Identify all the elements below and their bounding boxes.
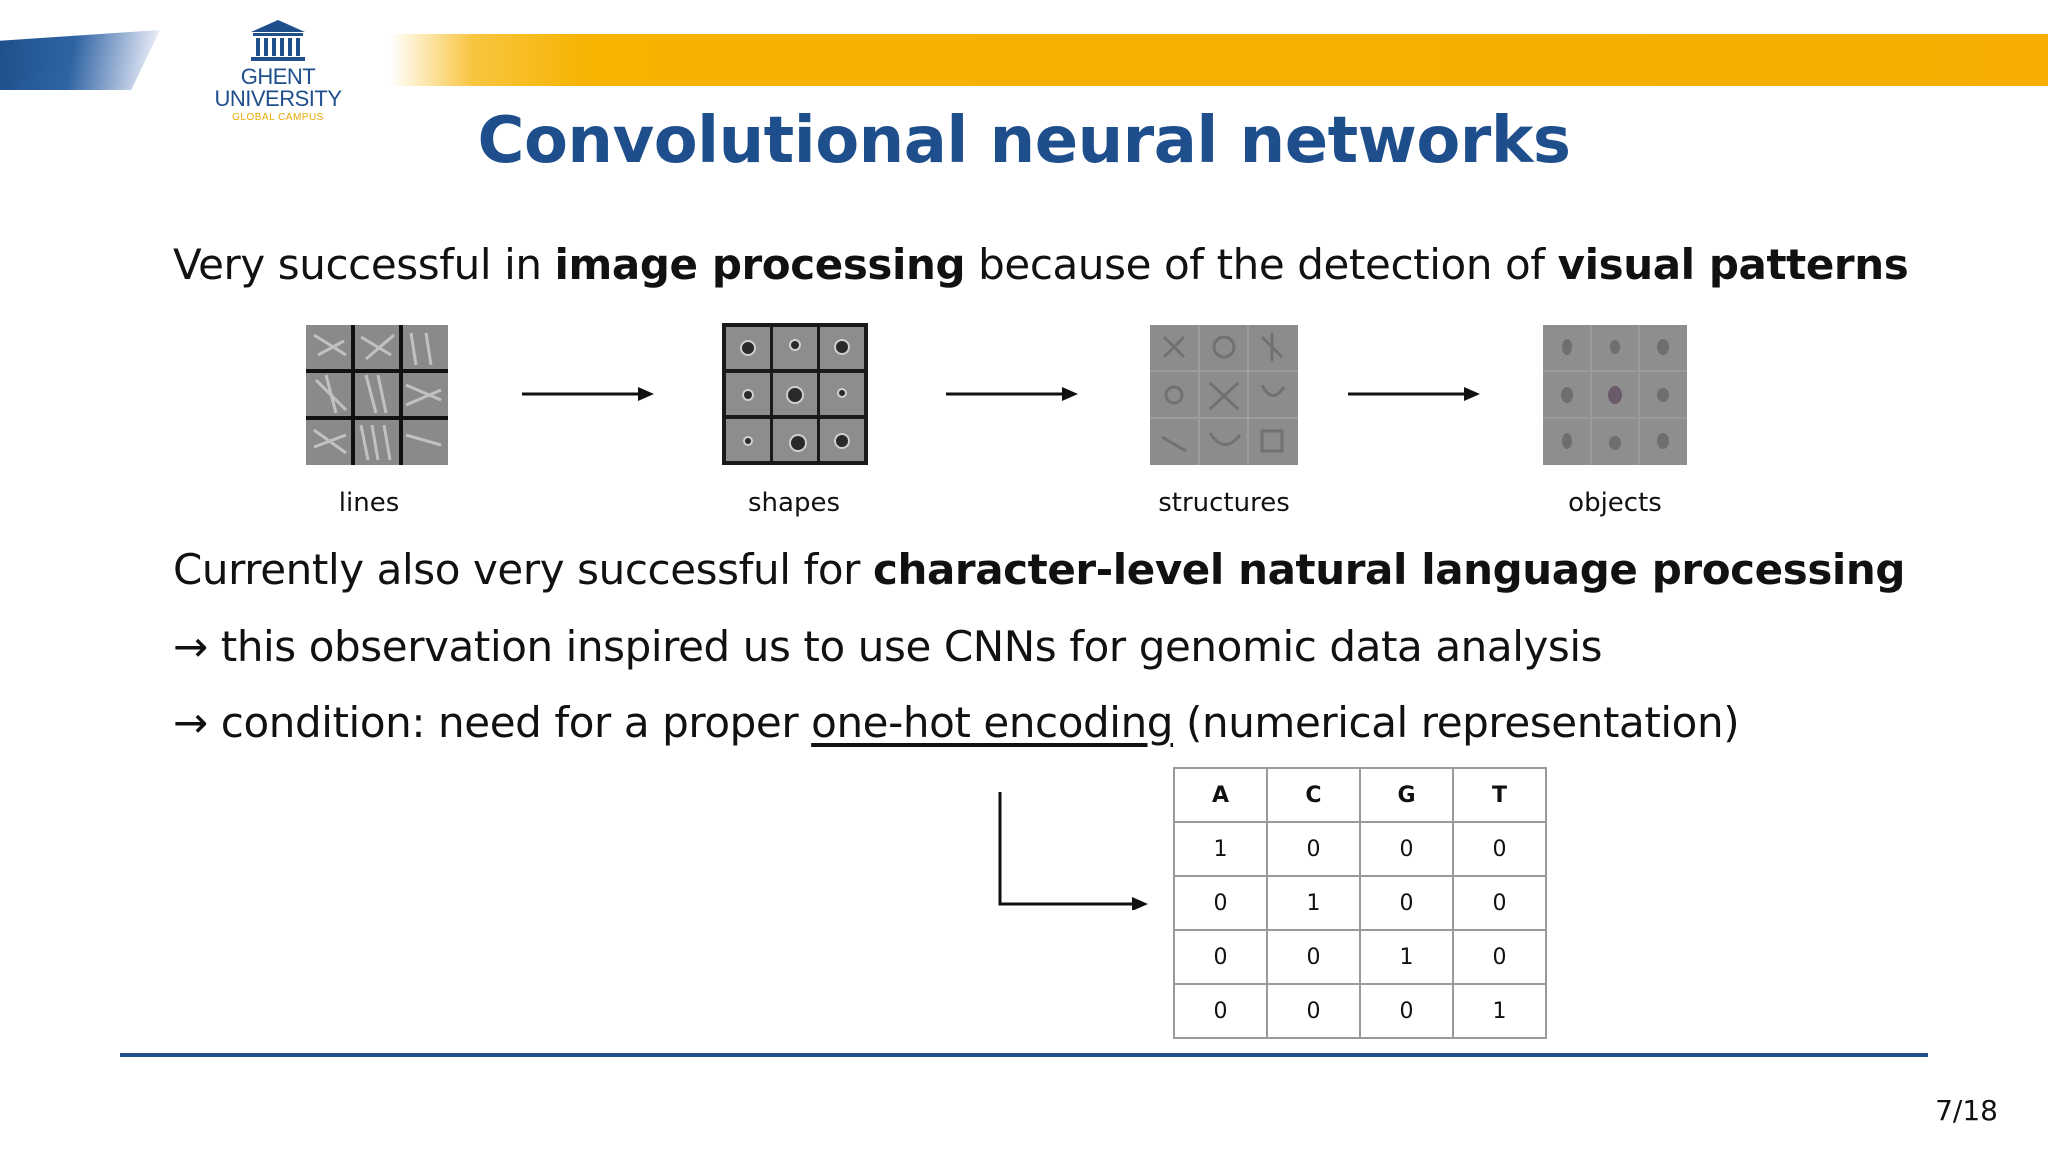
table-cell: 0 <box>1359 983 1454 1039</box>
banner-yellow-stripe <box>390 34 2048 86</box>
slide-title: Convolutional neural networks <box>477 104 1571 178</box>
table-cell: 0 <box>1266 929 1361 985</box>
footer-divider <box>120 1053 1928 1057</box>
table-cell: 0 <box>1452 821 1547 877</box>
object-filters-image <box>1543 325 1687 465</box>
table-cell: 1 <box>1359 929 1454 985</box>
table-row: 0 1 0 0 <box>1173 875 1547 931</box>
column-header: T <box>1452 767 1547 823</box>
text-line-nlp: Currently also very successful for chara… <box>173 545 1906 594</box>
arrow-right-icon <box>1348 387 1480 401</box>
column-header: C <box>1266 767 1361 823</box>
shape-filters-image <box>722 323 868 465</box>
table-cell: 0 <box>1452 875 1547 931</box>
banner-blue-stripe <box>0 30 160 90</box>
text-fragment: Very successful in <box>173 240 555 289</box>
table-cell: 0 <box>1266 983 1361 1039</box>
elbow-arrow-icon <box>998 792 1148 910</box>
arrow-right-icon <box>522 387 654 401</box>
structure-filters-image <box>1150 325 1298 465</box>
logo-text-university: UNIVERSITY <box>214 86 342 111</box>
text-fragment: because of the detection of <box>965 240 1558 289</box>
text-fragment: condition: need for a proper <box>207 698 812 747</box>
table-cell: 1 <box>1452 983 1547 1039</box>
table-cell: 0 <box>1452 929 1547 985</box>
bold-character-level-nlp: character-level natural language process… <box>872 545 1906 594</box>
text-line-genomic: → this observation inspired us to use CN… <box>173 622 1603 671</box>
text-line-image-processing: Very successful in image processing beca… <box>173 240 1909 289</box>
table-cell: 0 <box>1173 875 1268 931</box>
table-cell: 1 <box>1266 875 1361 931</box>
caption-shapes: shapes <box>747 488 840 518</box>
caption-lines: lines <box>338 488 400 518</box>
table-cell: 0 <box>1173 983 1268 1039</box>
arrow-bullet-icon: → <box>173 698 208 747</box>
column-header: A <box>1173 767 1268 823</box>
caption-objects: objects <box>1568 488 1662 518</box>
text-fragment: Currently also very successful for <box>173 545 873 594</box>
arrow-bullet-icon: → <box>173 622 208 671</box>
column-header: G <box>1359 767 1454 823</box>
logo-text-campus: GLOBAL CAMPUS <box>232 112 324 123</box>
line-filters-image <box>306 325 448 465</box>
table-cell: 0 <box>1359 875 1454 931</box>
table-row: 0 0 0 1 <box>1173 983 1547 1039</box>
text-fragment: this observation inspired us to use CNNs… <box>207 622 1603 671</box>
bold-visual-patterns: visual patterns <box>1557 240 1909 289</box>
text-fragment: (numerical representation) <box>1173 698 1740 747</box>
table-row: 0 0 1 0 <box>1173 929 1547 985</box>
bold-image-processing: image processing <box>554 240 966 289</box>
university-building-icon <box>251 20 305 61</box>
page-number: 7/18 <box>1935 1094 1998 1127</box>
table-row: 1 0 0 0 <box>1173 821 1547 877</box>
table-cell: 0 <box>1173 929 1268 985</box>
table-cell: 1 <box>1173 821 1268 877</box>
text-line-one-hot: → condition: need for a proper one-hot e… <box>173 698 1740 747</box>
caption-structures: structures <box>1158 488 1290 518</box>
table-header-row: A C G T <box>1173 767 1547 823</box>
underlined-one-hot-encoding: one-hot encoding <box>811 698 1174 747</box>
arrow-right-icon <box>946 387 1078 401</box>
university-logo: GHENT UNIVERSITY GLOBAL CAMPUS <box>208 18 348 138</box>
table-cell: 0 <box>1359 821 1454 877</box>
table-cell: 0 <box>1266 821 1361 877</box>
one-hot-encoding-table: A C G T 1 0 0 0 0 1 0 0 0 0 1 0 0 0 0 1 <box>1173 767 1547 1039</box>
logo-text-ghent: GHENT <box>240 64 316 89</box>
